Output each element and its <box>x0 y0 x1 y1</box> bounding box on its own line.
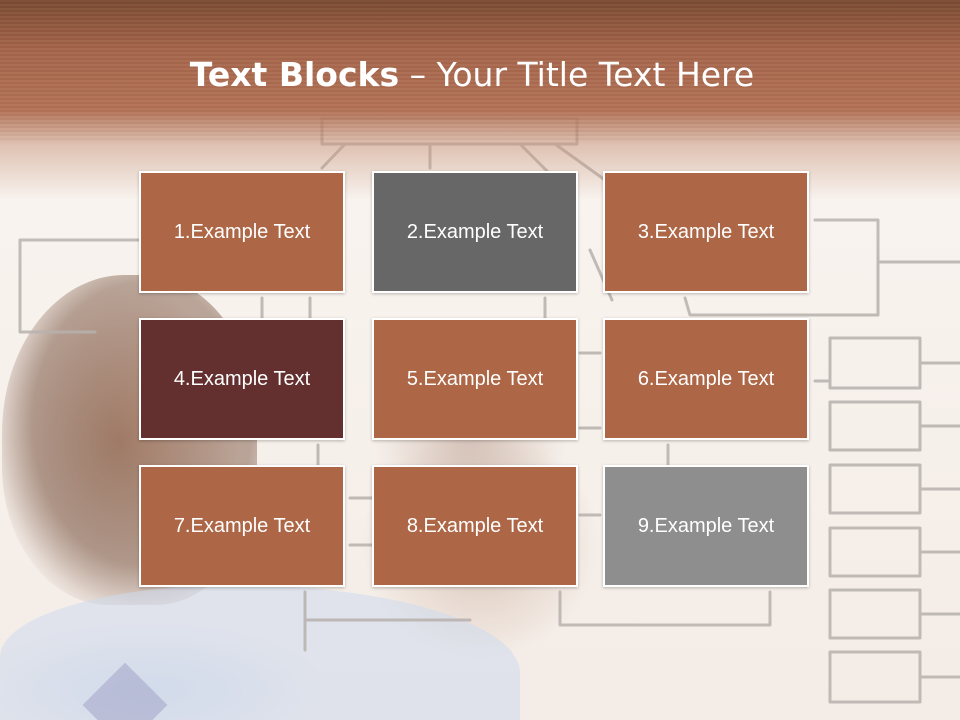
slide-title: Text Blocks – Your Title Text Here <box>0 52 944 98</box>
text-block-2: 2.Example Text <box>372 171 578 293</box>
text-block-label: 1.Example Text <box>173 220 311 243</box>
text-block-8: 8.Example Text <box>372 465 578 587</box>
text-block-label: 3.Example Text <box>637 220 775 243</box>
text-block-3: 3.Example Text <box>603 171 809 293</box>
text-block-7: 7.Example Text <box>139 465 345 587</box>
text-block-4: 4.Example Text <box>139 318 345 440</box>
title-bold-part: Text Blocks <box>189 55 400 94</box>
text-block-6: 6.Example Text <box>603 318 809 440</box>
text-block-label: 8.Example Text <box>406 514 544 537</box>
text-block-label: 9.Example Text <box>637 514 775 537</box>
text-block-9: 9.Example Text <box>603 465 809 587</box>
text-block-label: 4.Example Text <box>173 367 311 390</box>
text-block-label: 5.Example Text <box>406 367 544 390</box>
header-band <box>0 0 960 200</box>
text-block-label: 6.Example Text <box>637 367 775 390</box>
text-block-label: 7.Example Text <box>173 514 311 537</box>
text-block-1: 1.Example Text <box>139 171 345 293</box>
header-texture <box>0 0 960 140</box>
text-block-5: 5.Example Text <box>372 318 578 440</box>
text-block-label: 2.Example Text <box>406 220 544 243</box>
title-rest-part: – Your Title Text Here <box>399 55 755 94</box>
